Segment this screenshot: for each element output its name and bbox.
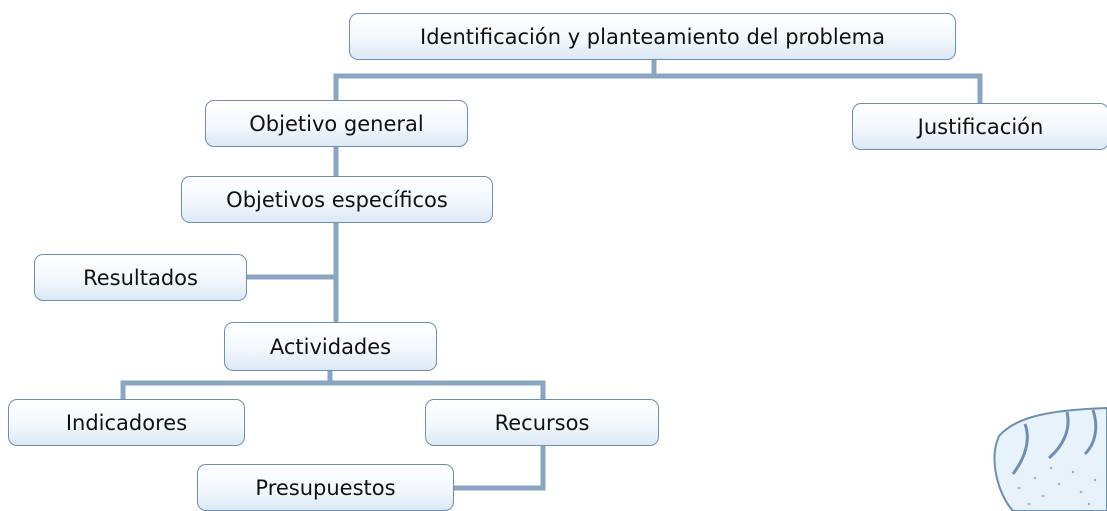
node-results-label: Resultados	[83, 265, 198, 290]
decorative-shell-icon	[993, 406, 1107, 511]
node-general-objective: Objetivo general	[205, 100, 468, 147]
node-results: Resultados	[34, 254, 247, 301]
connector-problem-branch	[333, 57, 983, 108]
node-indicators-label: Indicadores	[65, 410, 188, 435]
node-budgets: Presupuestos	[197, 464, 454, 511]
connector-activities-branch	[120, 369, 546, 403]
connector-budgets	[451, 443, 546, 491]
node-problem-label: Identificación y planteamiento del probl…	[420, 24, 885, 49]
node-resources-label: Recursos	[494, 410, 590, 435]
node-specific-objectives: Objetivos específicos	[181, 176, 493, 223]
node-activities-label: Actividades	[269, 334, 392, 359]
node-specific-objectives-label: Objetivos específicos	[226, 187, 448, 212]
node-resources: Recursos	[425, 399, 659, 446]
node-justification: Justificación	[852, 103, 1107, 150]
node-indicators: Indicadores	[8, 399, 245, 446]
node-budgets-label: Presupuestos	[255, 475, 396, 500]
node-activities: Actividades	[224, 322, 437, 371]
node-general-objective-label: Objetivo general	[249, 111, 424, 136]
node-problem: Identificación y planteamiento del probl…	[349, 13, 956, 60]
node-justification-label: Justificación	[917, 114, 1044, 139]
